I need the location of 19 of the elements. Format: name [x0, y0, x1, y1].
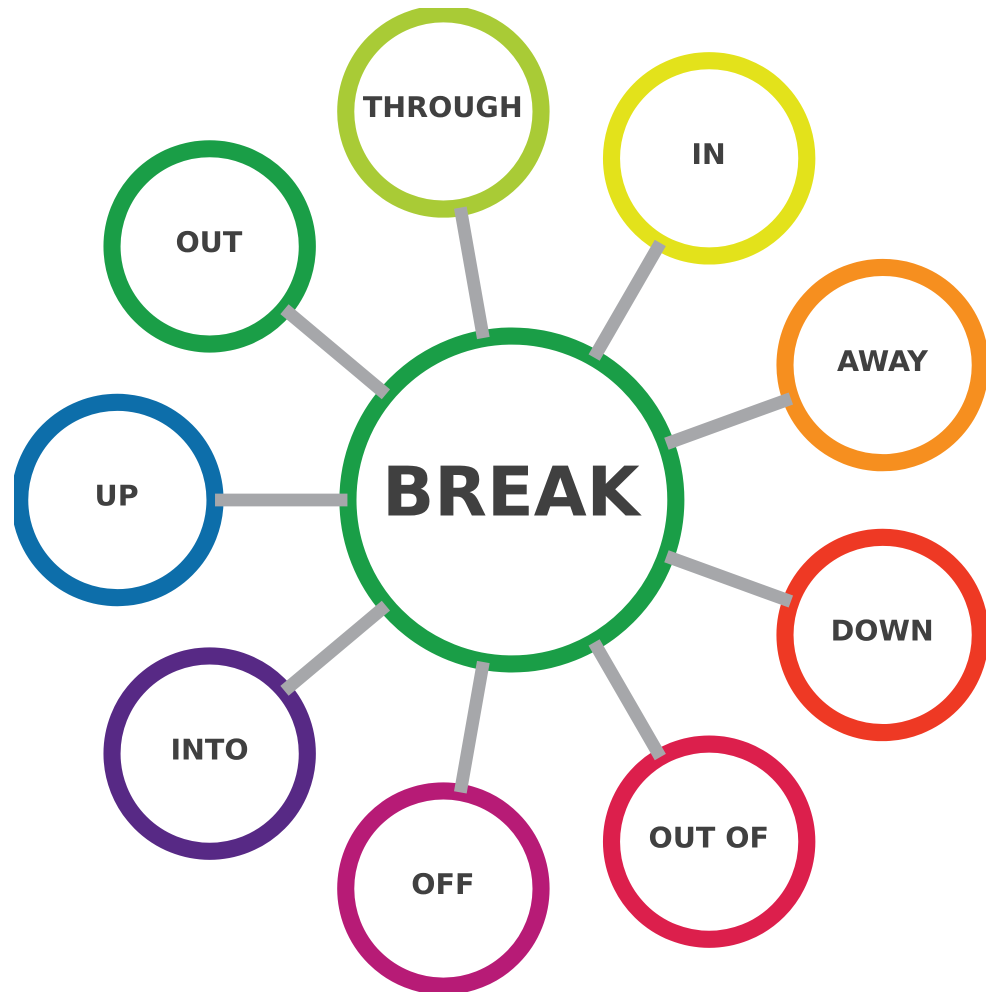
node-circle: INTO	[103, 647, 316, 860]
connector	[280, 600, 390, 696]
node-circle: BREAK	[339, 328, 684, 672]
connector	[454, 660, 490, 794]
connector	[215, 494, 348, 506]
connector	[454, 206, 490, 340]
node-circle: UP	[14, 394, 224, 606]
node-circle: OUT OF	[602, 735, 816, 948]
node-circle: OFF	[337, 782, 550, 992]
connector	[280, 304, 390, 400]
node-circle: OUT	[103, 140, 316, 353]
node-circle: IN	[602, 52, 816, 265]
node-circle: THROUGH	[337, 8, 550, 218]
connector	[664, 392, 794, 450]
node-circle: AWAY	[776, 258, 986, 472]
connector	[588, 639, 666, 760]
node-circle: DOWN	[776, 528, 986, 742]
connector	[664, 550, 794, 608]
connector	[588, 240, 666, 361]
